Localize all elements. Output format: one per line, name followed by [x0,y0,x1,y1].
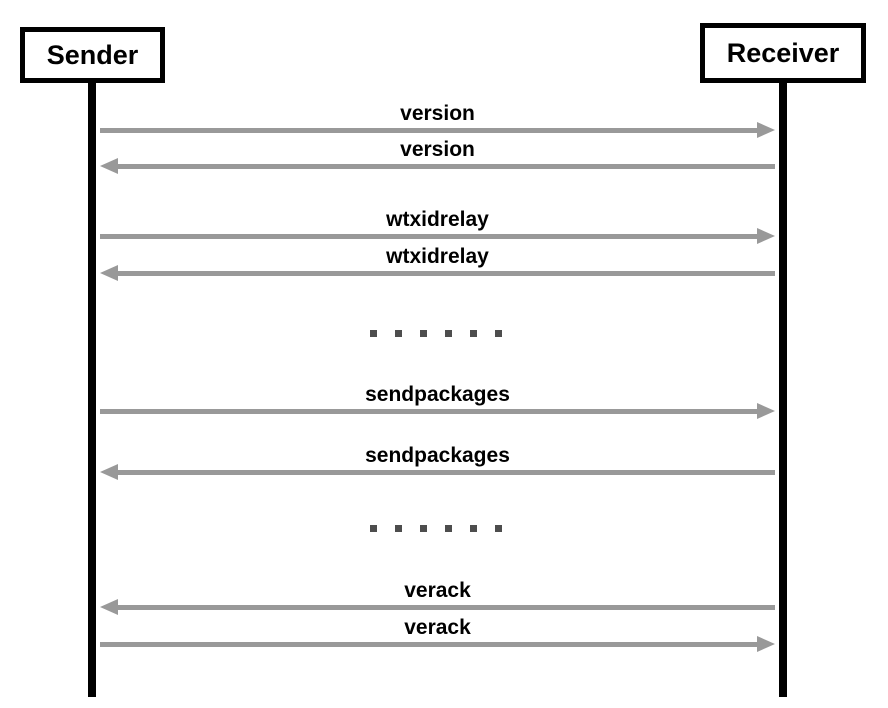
ellipsis-dot [495,525,502,532]
message-label: sendpackages [365,444,510,467]
message-arrow-line [116,271,775,276]
message-arrow-line [100,642,759,647]
message-label: version [400,138,475,161]
ellipsis-dot [470,330,477,337]
message-label: wtxidrelay [386,245,489,268]
message-arrow-line [100,409,759,414]
ellipsis-dot [420,525,427,532]
lifeline-sender [88,83,96,697]
arrowhead-right-icon [757,228,775,244]
ellipsis-dot [445,525,452,532]
ellipsis-dot [445,330,452,337]
ellipsis-separator [370,525,502,532]
message-arrow-line [116,605,775,610]
message-arrow-line [100,234,759,239]
message-label: wtxidrelay [386,208,489,231]
arrowhead-right-icon [757,403,775,419]
actor-label-receiver: Receiver [726,37,840,68]
ellipsis-separator [370,330,502,337]
arrowhead-right-icon [757,636,775,652]
arrowhead-left-icon [100,599,118,615]
ellipsis-dot [370,330,377,337]
ellipsis-dot [395,525,402,532]
message-label: verack [404,579,471,602]
ellipsis-dot [395,330,402,337]
lifeline-receiver [779,83,787,697]
arrowhead-left-icon [100,464,118,480]
arrowhead-left-icon [100,158,118,174]
actor-label-sender: Sender [46,39,139,70]
ellipsis-dot [370,525,377,532]
arrowhead-right-icon [757,122,775,138]
ellipsis-dot [495,330,502,337]
ellipsis-dot [470,525,477,532]
message-arrow-line [116,164,775,169]
ellipsis-dot [420,330,427,337]
arrowhead-left-icon [100,265,118,281]
message-arrow-line [116,470,775,475]
message-arrow-line [100,128,759,133]
actor-box-receiver[interactable]: Receiver [700,23,866,83]
actor-box-sender[interactable]: Sender [20,27,165,83]
message-label: sendpackages [365,383,510,406]
message-label: verack [404,616,471,639]
message-label: version [400,102,475,125]
